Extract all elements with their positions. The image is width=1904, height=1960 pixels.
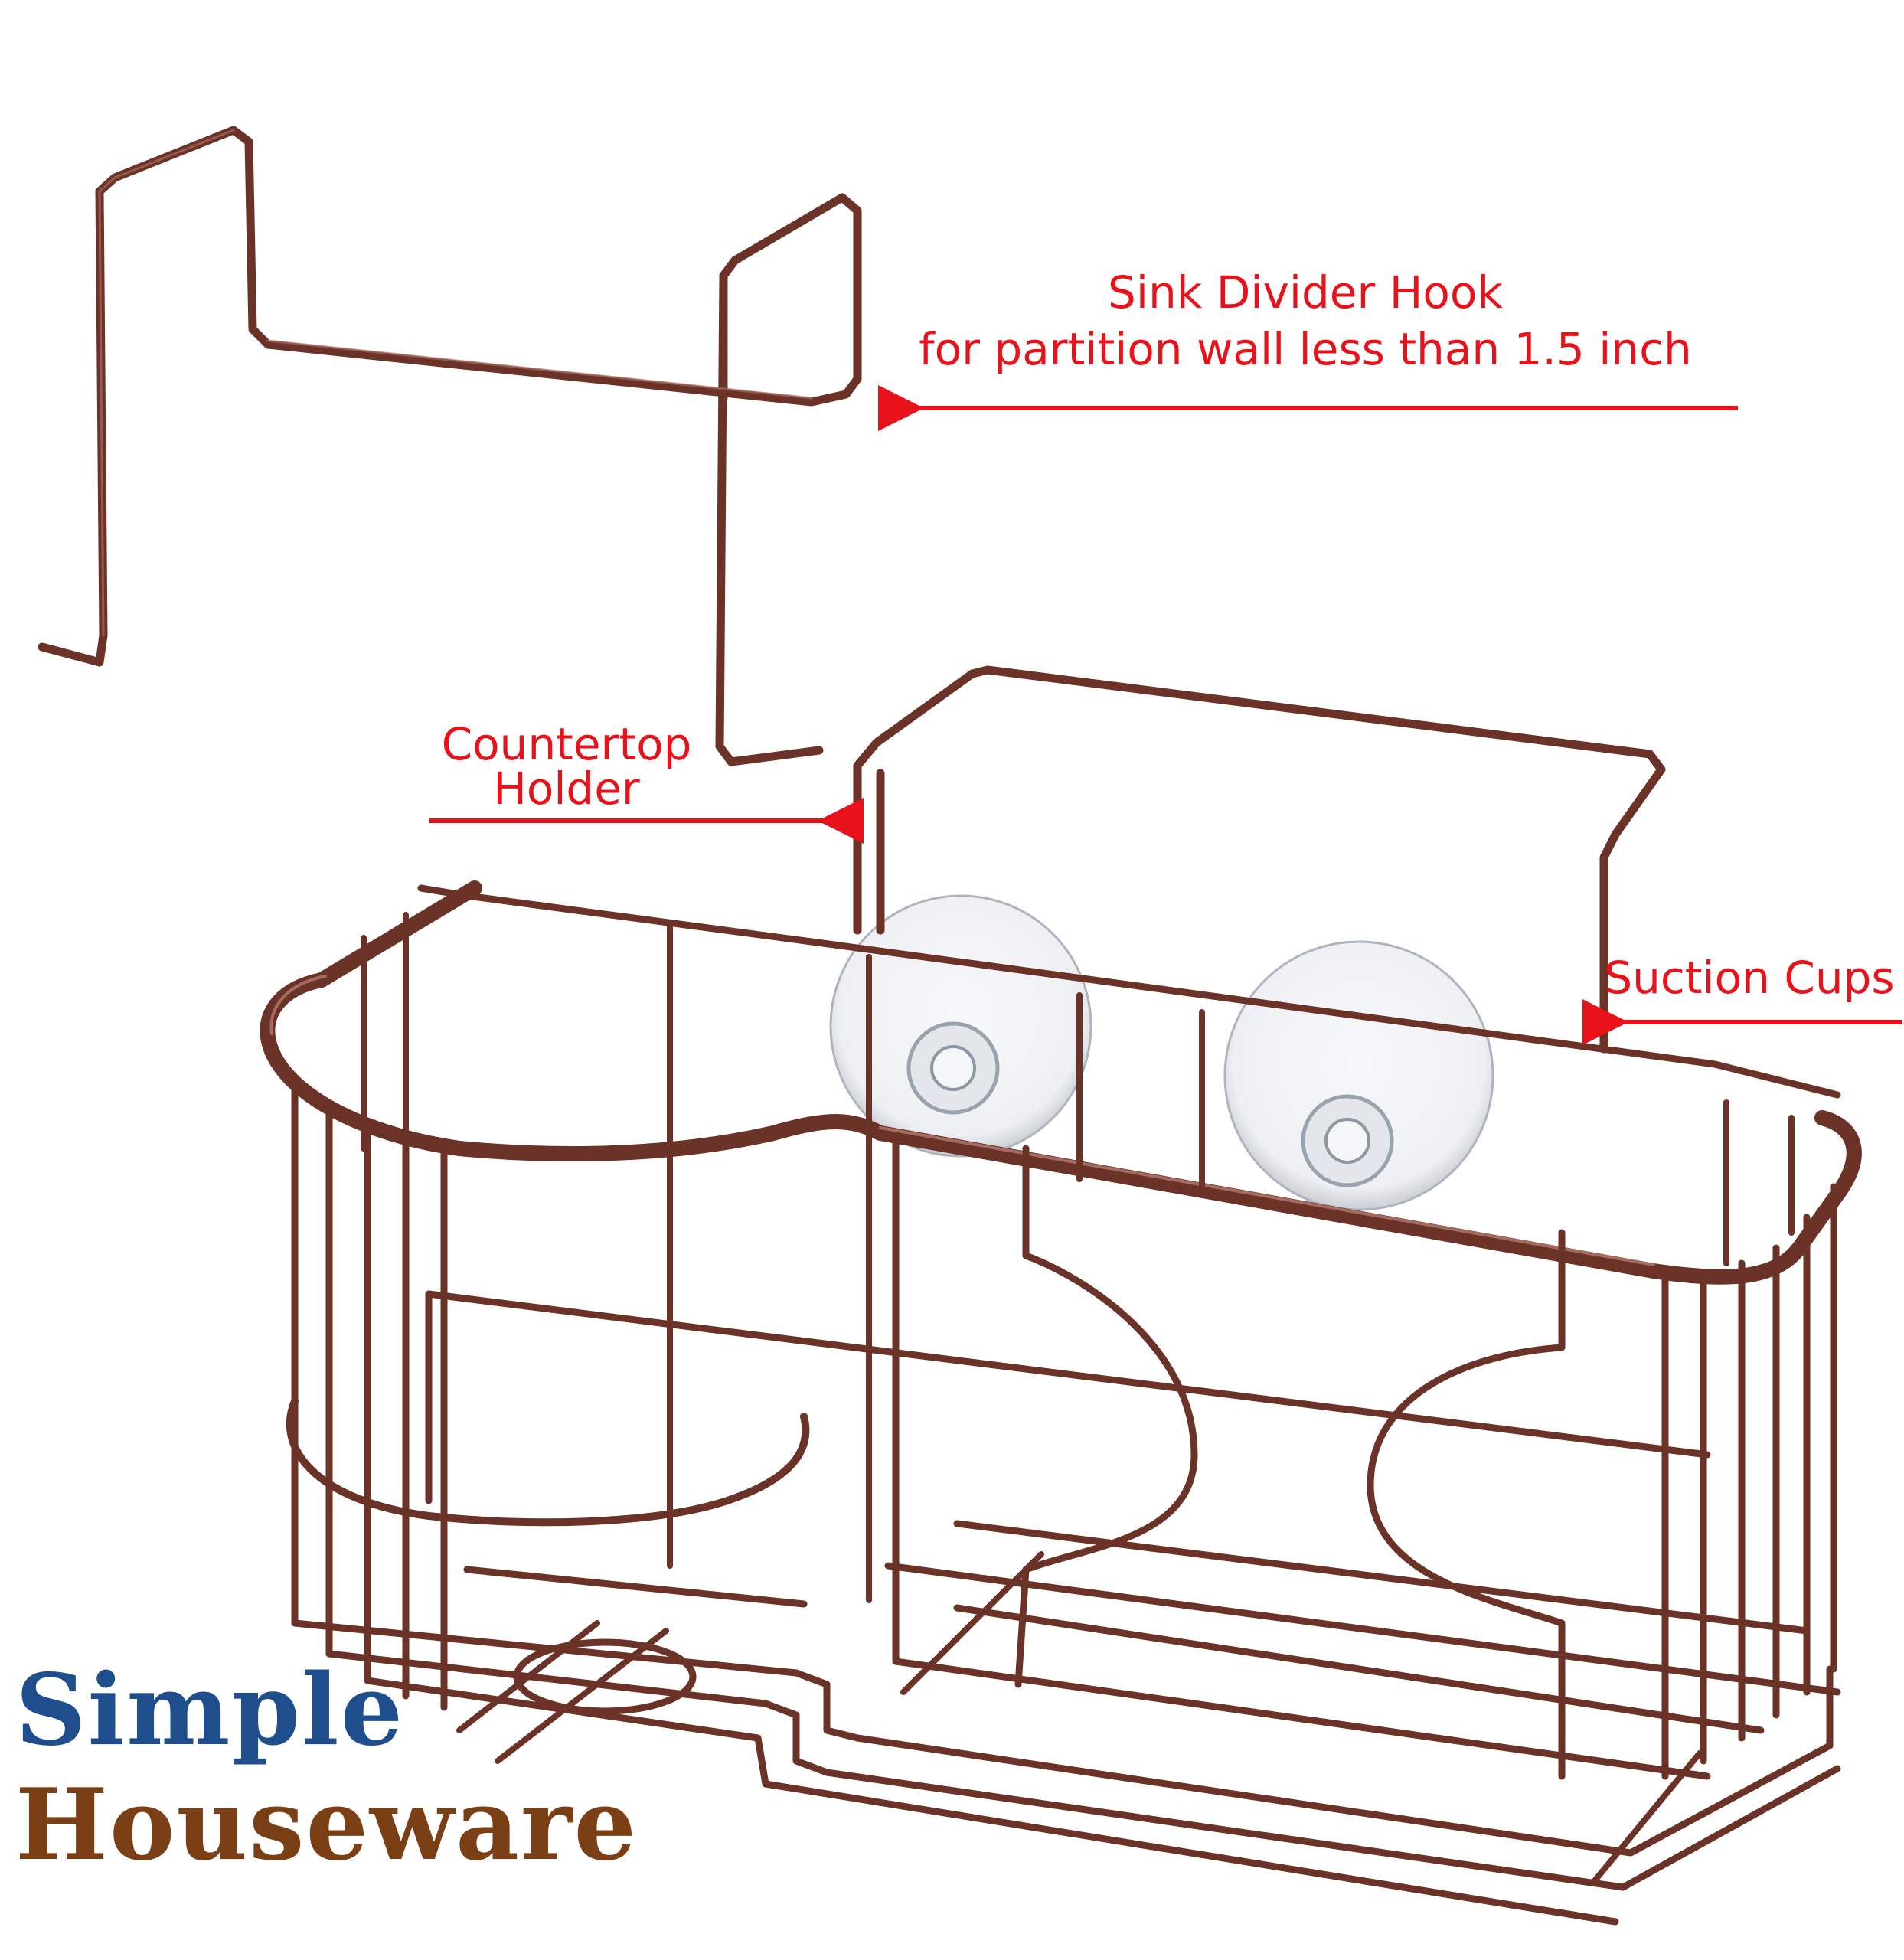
suction-label: Suction Cups [1596, 949, 1902, 1006]
brand-logo-line1: Simple [15, 1653, 405, 1768]
wire-basket [260, 665, 1862, 1926]
countertop-label-line2: Holder [493, 763, 640, 815]
suction-cup-left [829, 894, 1092, 1158]
countertop-label: Countertop Holder [398, 716, 735, 817]
countertop-label-line1: Countertop [441, 718, 692, 770]
suction-cup-right [1223, 940, 1494, 1211]
suction-label-line1: Suction Cups [1604, 952, 1895, 1004]
brand-logo-line2: Houseware [15, 1768, 638, 1883]
hook-label: Sink Divider Hook for partition wall les… [884, 264, 1726, 377]
hook-label-line2: for partition wall less than 1.5 inch [919, 323, 1692, 375]
annotation-arrows [429, 385, 1902, 1045]
hook-label-line1: Sink Divider Hook [1108, 266, 1503, 318]
sink-divider-hook [38, 126, 862, 766]
